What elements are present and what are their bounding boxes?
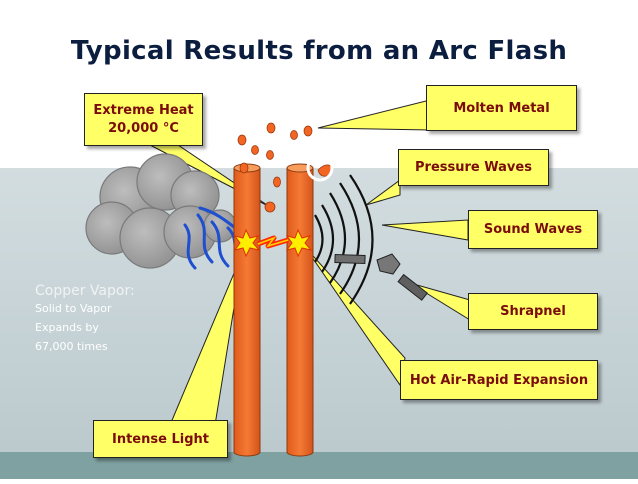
callout-shrapnel: Shrapnel (468, 293, 598, 330)
extreme-heat-label: Extreme Heat (93, 102, 194, 118)
extreme-heat-temp: 20,000 °C (108, 120, 179, 136)
callout-sound-waves: Sound Waves (468, 210, 598, 249)
molten-droplets (237, 122, 333, 213)
callout-hot-air: Hot Air-Rapid Expansion (400, 360, 598, 400)
leader-pressure-waves (365, 179, 401, 206)
copper-vapor-line-1: Solid to Vapor (35, 302, 112, 315)
copper-vapor-note: Copper Vapor: Solid to Vapor Expands by … (35, 283, 175, 356)
callout-extreme-heat: Extreme Heat 20,000 °C (84, 93, 203, 146)
smoke-cloud (85, 153, 237, 269)
callout-intense-light: Intense Light (93, 420, 228, 458)
shrapnel-pieces (334, 253, 428, 301)
diagram-title: Typical Results from an Arc Flash (70, 36, 568, 66)
callout-pressure-waves: Pressure Waves (398, 149, 549, 186)
electric-arc (233, 228, 313, 258)
copper-vapor-heading: Copper Vapor: (35, 283, 135, 299)
leader-molten-metal (317, 99, 431, 131)
callout-molten-metal: Molten Metal (426, 85, 577, 131)
spark-ring (306, 154, 334, 182)
pressure-wave-arcs (314, 174, 374, 305)
copper-vapor-line-3: 67,000 times (35, 340, 108, 353)
copper-vapor-line-2: Expands by (35, 321, 99, 334)
